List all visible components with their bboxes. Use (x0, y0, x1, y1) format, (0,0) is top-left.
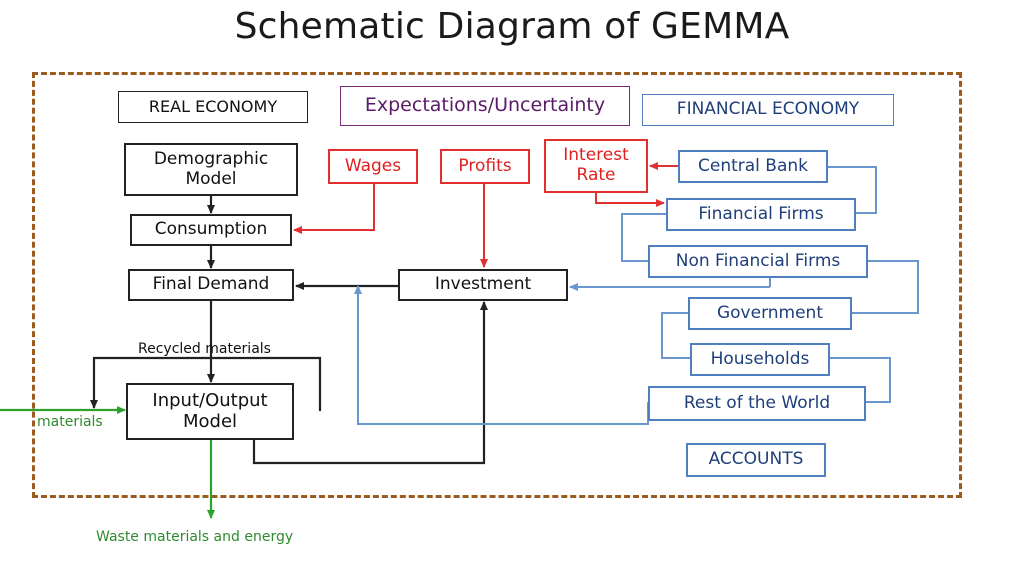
rest-of-world-box: Rest of the World (648, 386, 866, 421)
financial-economy-header: FINANCIAL ECONOMY (642, 94, 894, 126)
waste-materials-label: Waste materials and energy (96, 529, 294, 545)
government-box: Government (688, 297, 852, 330)
wages-box: Wages (328, 149, 418, 184)
page-title: Schematic Diagram of GEMMA (234, 6, 790, 47)
material-arrows (0, 406, 215, 519)
input-output-model-box: Input/Output Model (126, 383, 294, 440)
non-financial-firms-box: Non Financial Firms (648, 245, 868, 278)
materials-label: materials (37, 414, 103, 430)
households-box: Households (690, 343, 830, 376)
central-bank-box: Central Bank (678, 150, 828, 183)
real-economy-header: REAL ECONOMY (118, 91, 308, 123)
investment-box: Investment (398, 269, 568, 301)
income-arrows (293, 162, 678, 268)
profits-box: Profits (440, 149, 530, 184)
recycled-materials-label: Recycled materials (138, 341, 271, 357)
model-boundary (32, 72, 962, 498)
final-demand-box: Final Demand (128, 269, 294, 301)
real-economy-arrows (90, 196, 488, 465)
interest-rate-box: Interest Rate (544, 139, 648, 193)
consumption-box: Consumption (130, 214, 292, 246)
accounts-box: ACCOUNTS (686, 443, 826, 477)
demographic-model-box: Demographic Model (124, 143, 298, 196)
expectations-box: Expectations/Uncertainty (340, 86, 630, 126)
financial-firms-box: Financial Firms (666, 198, 856, 231)
